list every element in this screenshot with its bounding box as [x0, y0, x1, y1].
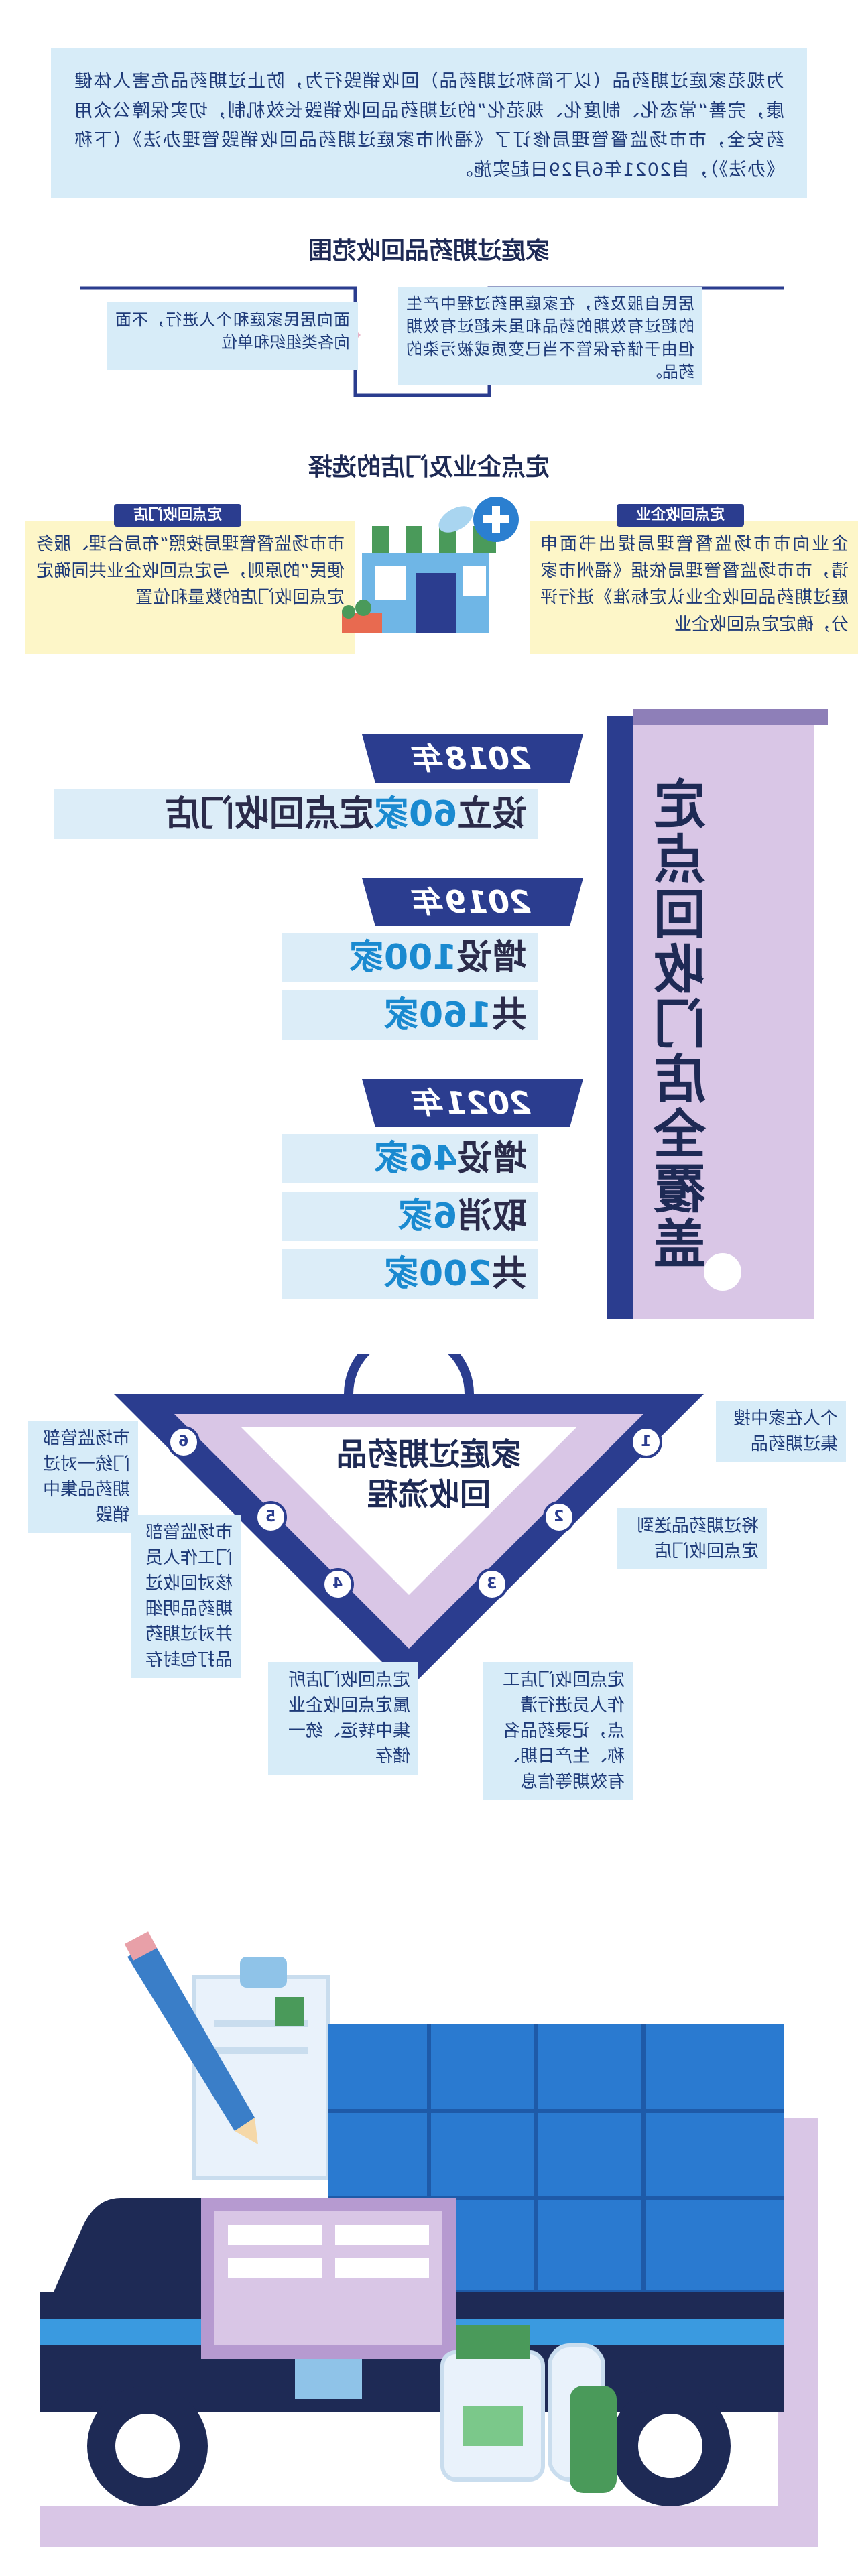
step-2: 将过期药品送到定点回收门店 — [617, 1508, 767, 1569]
scope-left-box: 面向居民家庭和个人进行，不面向各类组织和单位 — [107, 302, 358, 370]
select-right-text: 企业向市市场监督管理局提出书面申请，市市场监督管理局依据《福州市家庭过期药品回收… — [540, 534, 849, 635]
step-5: 市场监管部门工作人员核对回收过期药品明细并对过期药品打包封存 — [131, 1515, 241, 1678]
intro-text: 为规范家庭过期药品（以下简称过期药品）回收销毁行为，防止过期药品危害人体健康，完… — [74, 71, 784, 180]
select-title: 定点企业及门店的选择 — [308, 454, 550, 481]
select-left-text: 市市场监督管理局按照“布局合理、服务便民”的原则，与定点回收企业共同确定定点回收… — [36, 534, 345, 608]
panel-dot — [704, 1253, 741, 1291]
step-5-number: 5 — [255, 1501, 287, 1533]
step-6-number: 6 — [168, 1426, 200, 1458]
select-left-box: 市市场监督管理局按照“布局合理、服务便民”的原则，与定点回收企业共同确定定点回收… — [25, 521, 355, 654]
scope-left-text: 面向居民家庭和个人进行，不面向各类组织和单位 — [115, 310, 350, 352]
truck-illustration — [27, 1931, 831, 2560]
step-1-number: 1 — [630, 1426, 662, 1458]
stat-2021-total: 共200家 — [282, 1249, 538, 1299]
panel-side — [607, 716, 633, 1319]
stat-2019-total: 共160家 — [282, 990, 538, 1040]
step-4: 定点回收门店所属定点回收企业集中转运、统一储存 — [268, 1662, 418, 1775]
year-2019: 2019年 — [362, 878, 583, 926]
coverage-title: 定点回收门店全覆盖 — [654, 777, 715, 1271]
select-left-tag: 定点回收门店 — [114, 504, 241, 527]
year-2021: 2021年 — [362, 1079, 583, 1127]
step-4-number: 4 — [322, 1568, 354, 1600]
step-1: 个人在家中搜集过期药品 — [716, 1401, 846, 1462]
intro-box: 为规范家庭过期药品（以下简称过期药品）回收销毁行为，防止过期药品危害人体健康，完… — [51, 48, 807, 198]
step-3: 定点回收门店工作人员进行清点，记录药品名称、生产日期、有效期等信息 — [483, 1662, 633, 1800]
stat-2019-add: 增设100家 — [282, 933, 538, 982]
store-illustration — [342, 497, 519, 633]
scope-right-text: 居民自服及药，在家庭用药过程中产生的超过有效期的药品和虽未超过有效期但由于储存保… — [406, 294, 694, 381]
stat-2021-cancel: 取消6家 — [282, 1192, 538, 1241]
panel-face — [633, 709, 814, 1319]
stat-2018: 设立60家定点回收门店 — [54, 789, 538, 839]
process-triangle — [114, 1354, 704, 1689]
coverage-panel: 定点回收门店全覆盖 — [607, 709, 828, 1319]
year-2018: 2018年 — [362, 734, 583, 783]
select-right-tag: 定点回收企业 — [617, 504, 744, 527]
step-6: 市场监管部门统一对过期药品集中销毁 — [28, 1421, 138, 1533]
panel-top — [633, 709, 828, 725]
stat-2021-add: 增设46家 — [282, 1134, 538, 1183]
step-3-number: 3 — [476, 1568, 508, 1600]
step-2-number: 2 — [543, 1501, 575, 1533]
select-right-box: 企业向市市场监督管理局提出书面申请，市市场监督管理局依据《福州市家庭过期药品回收… — [530, 521, 858, 654]
scope-title: 家庭过期药品回收范围 — [308, 237, 550, 265]
scope-right-box: 居民自服及药，在家庭用药过程中产生的超过有效期的药品和虽未超过有效期但由于储存保… — [398, 287, 702, 385]
